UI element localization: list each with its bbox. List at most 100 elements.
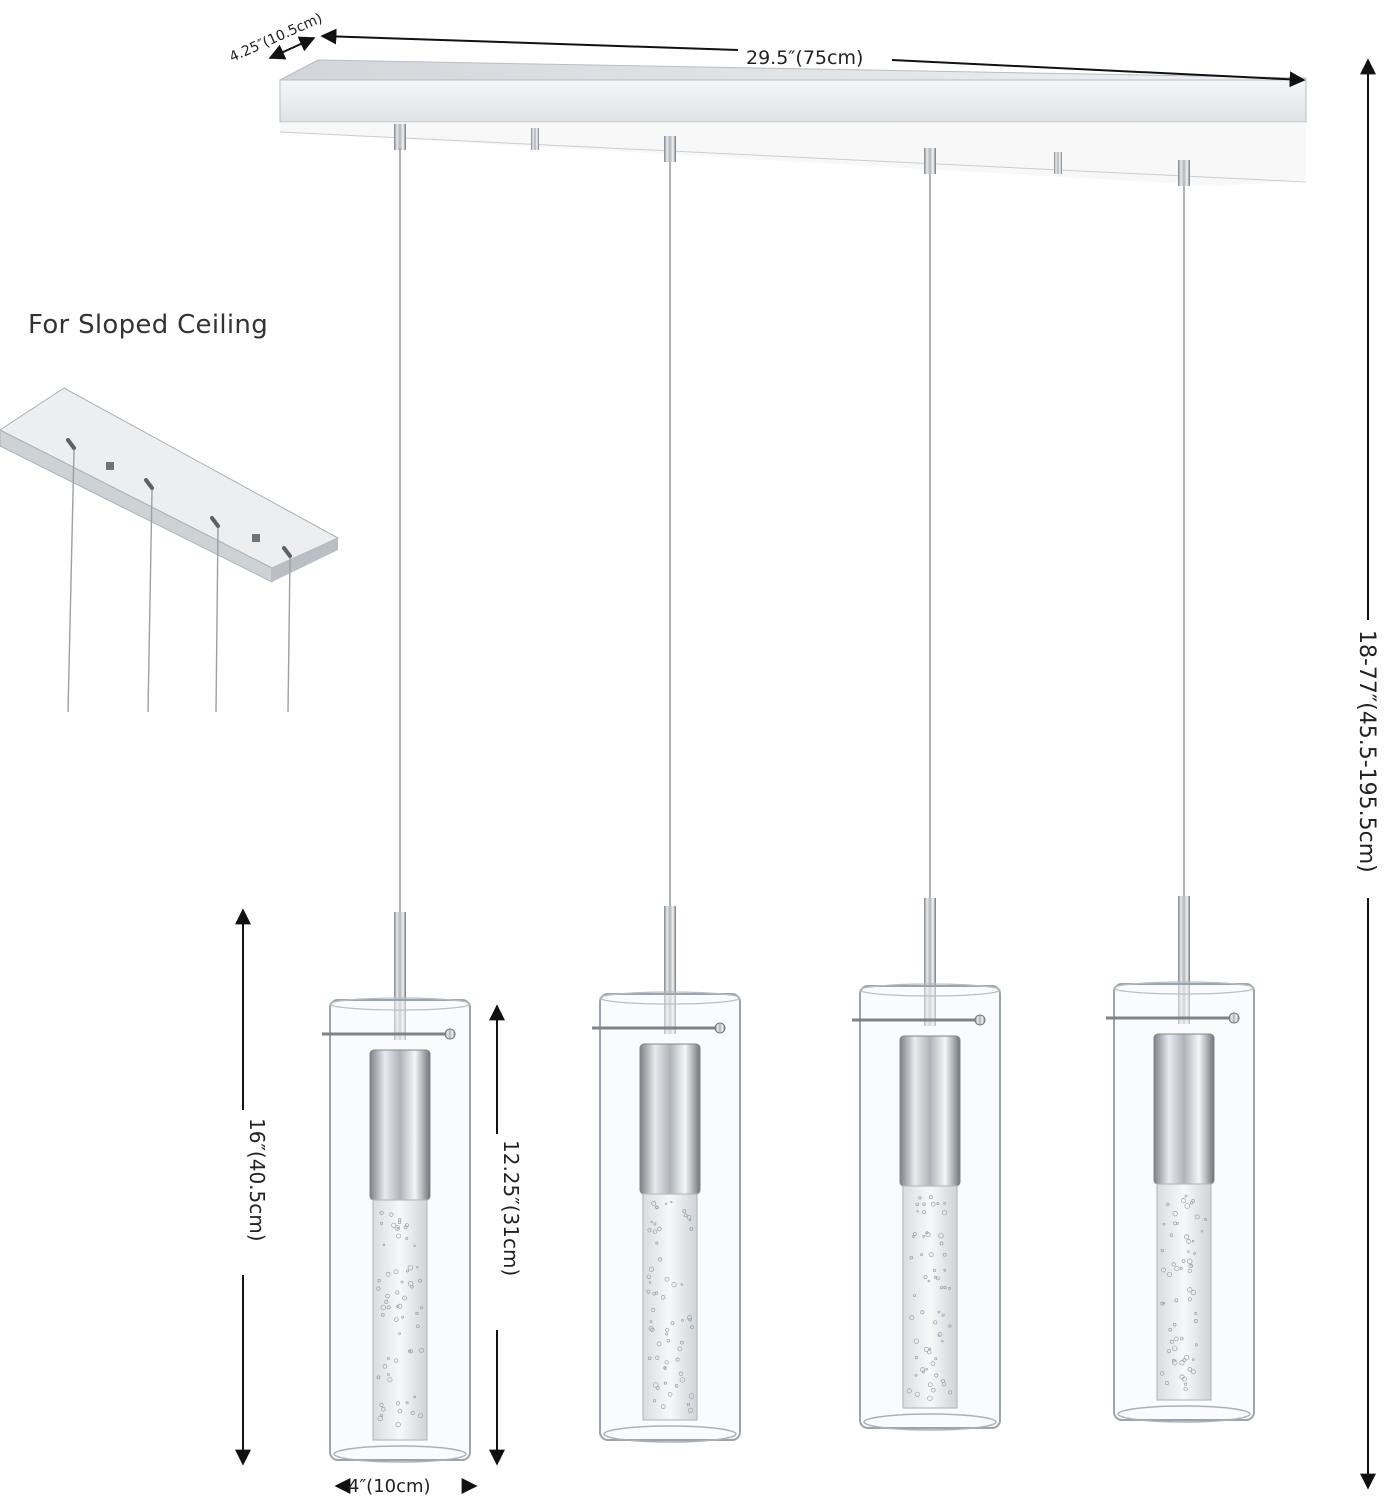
crystal-bubble xyxy=(397,1220,402,1225)
crystal-bubble xyxy=(652,1229,658,1234)
crystal-bubble xyxy=(675,1357,680,1362)
sloped-ceiling-inset xyxy=(0,387,340,713)
crystal-bubble xyxy=(927,1279,931,1283)
crystal-bubble xyxy=(1200,1229,1204,1233)
crystal-bubble xyxy=(394,1317,399,1322)
crystal-bubble xyxy=(415,1311,419,1315)
crystal-bubble xyxy=(909,1315,915,1321)
crystal-bubble xyxy=(930,1201,936,1207)
crystal-bubble xyxy=(660,1295,666,1300)
crystal-bubble xyxy=(1172,1345,1178,1352)
crystal-bubble xyxy=(1186,1239,1191,1244)
crystal-bubble xyxy=(914,1391,920,1397)
crystal-bubble xyxy=(681,1319,684,1322)
crystal-bubble xyxy=(1166,1202,1170,1206)
pendant-4 xyxy=(1106,160,1255,1423)
crystal-bubble xyxy=(688,1393,695,1399)
crystal-bubble xyxy=(651,1307,656,1313)
crystal-rod xyxy=(902,1185,958,1409)
crystal-bubble xyxy=(1190,1201,1194,1205)
crystal-bubble xyxy=(1179,1267,1183,1270)
crystal-bubble xyxy=(395,1401,401,1406)
crystal-bubble xyxy=(664,1276,670,1282)
crystal-bubble xyxy=(940,1285,944,1290)
overall-height-dimension: 18-77″(45.5-195.5cm) xyxy=(1354,58,1379,1490)
crystal-bubble xyxy=(1169,1233,1174,1237)
crystal-bubble xyxy=(686,1215,692,1220)
crystal-bubble xyxy=(1181,1259,1186,1263)
crystal-bubble xyxy=(664,1360,669,1365)
crystal-bubble xyxy=(922,1235,926,1238)
crystal-bubble xyxy=(402,1295,407,1301)
crystal-bubble xyxy=(937,1334,941,1337)
pendant-2 xyxy=(592,136,741,1443)
chrome-body xyxy=(639,1043,701,1195)
crystal-bubble xyxy=(920,1367,926,1373)
crystal-bubble xyxy=(1190,1264,1193,1267)
crystal-bubble xyxy=(927,1395,933,1401)
crystal-bubble xyxy=(680,1283,684,1286)
crystal-bubble xyxy=(387,1373,390,1376)
crystal-bubble xyxy=(936,1202,940,1206)
crystal-bubble xyxy=(1187,1287,1193,1293)
crystal-bubble xyxy=(416,1266,419,1269)
shade-rim-top xyxy=(859,983,1001,997)
crystal-bubble xyxy=(914,1355,919,1360)
crystal-bubble xyxy=(391,1222,397,1228)
crystal-bubble xyxy=(686,1402,691,1407)
pendant-height-label: 16″(40.5cm) xyxy=(245,1118,269,1242)
crystal-bubble xyxy=(394,1225,401,1231)
crystal-bubble xyxy=(948,1324,952,1328)
crystal-bubble xyxy=(1161,1267,1167,1273)
crystal-bubble xyxy=(387,1377,393,1383)
pin-knob xyxy=(444,1028,456,1040)
crystal-bubble xyxy=(660,1404,666,1409)
pendant-3 xyxy=(852,148,1001,1431)
crystal-bubble xyxy=(665,1332,669,1336)
sloped-ceiling-caption: For Sloped Ceiling xyxy=(28,310,268,340)
crystal-bubble xyxy=(934,1357,938,1361)
crystal-bubble xyxy=(657,1226,662,1232)
crystal-bubble xyxy=(943,1285,947,1290)
crystal-bubble xyxy=(648,1281,652,1284)
crystal-bubble xyxy=(936,1276,940,1281)
crystal-bubble xyxy=(1183,1386,1188,1392)
crystal-bubble xyxy=(666,1339,671,1343)
crystal-bubble xyxy=(674,1384,679,1388)
crystal-bubble xyxy=(912,1235,915,1239)
canopy-depth-dimension: 4.25″(10.5cm) xyxy=(227,10,325,65)
crystal-bubble xyxy=(943,1202,947,1205)
crystal-bubble xyxy=(405,1401,409,1405)
crystal-bubble xyxy=(913,1338,919,1344)
crystal-bubble xyxy=(377,1278,381,1283)
crystal-bubble xyxy=(1174,1298,1179,1303)
crystal-bubble xyxy=(396,1233,402,1239)
crystal-bubble xyxy=(670,1200,673,1204)
shade-rim-top xyxy=(329,997,471,1011)
crystal-bubble xyxy=(932,1269,937,1273)
crystal-bubble xyxy=(1169,1339,1174,1344)
crystal-bubble xyxy=(670,1321,675,1325)
crystal-bubble xyxy=(380,1304,386,1311)
crystal-bubble xyxy=(906,1388,912,1394)
crystal-bubble xyxy=(1164,1381,1169,1386)
canopy-bar xyxy=(279,59,1307,186)
crystal-bubble xyxy=(655,1386,660,1390)
crystal-bubble xyxy=(1184,1203,1190,1209)
shade-rim-bottom xyxy=(333,1445,467,1463)
crystal-bubble xyxy=(653,1222,657,1226)
crystal-bubble xyxy=(1162,1222,1166,1226)
chrome-body xyxy=(369,1049,431,1201)
crystal-bubble xyxy=(651,1200,657,1206)
crystal-bubble xyxy=(416,1324,420,1329)
crystal-bubble xyxy=(937,1310,941,1314)
crystal-bubble xyxy=(1167,1271,1173,1277)
chrome-body xyxy=(1153,1033,1215,1185)
crystal-bubble xyxy=(1159,1371,1165,1376)
crystal-bubble xyxy=(653,1382,659,1388)
crystal-bubble xyxy=(396,1226,400,1230)
crystal-bubble xyxy=(1160,1301,1164,1306)
crystal-bubble xyxy=(915,1202,919,1206)
crystal-bubble xyxy=(419,1306,423,1310)
shade-width-label: 4″(10cm) xyxy=(348,1476,431,1497)
